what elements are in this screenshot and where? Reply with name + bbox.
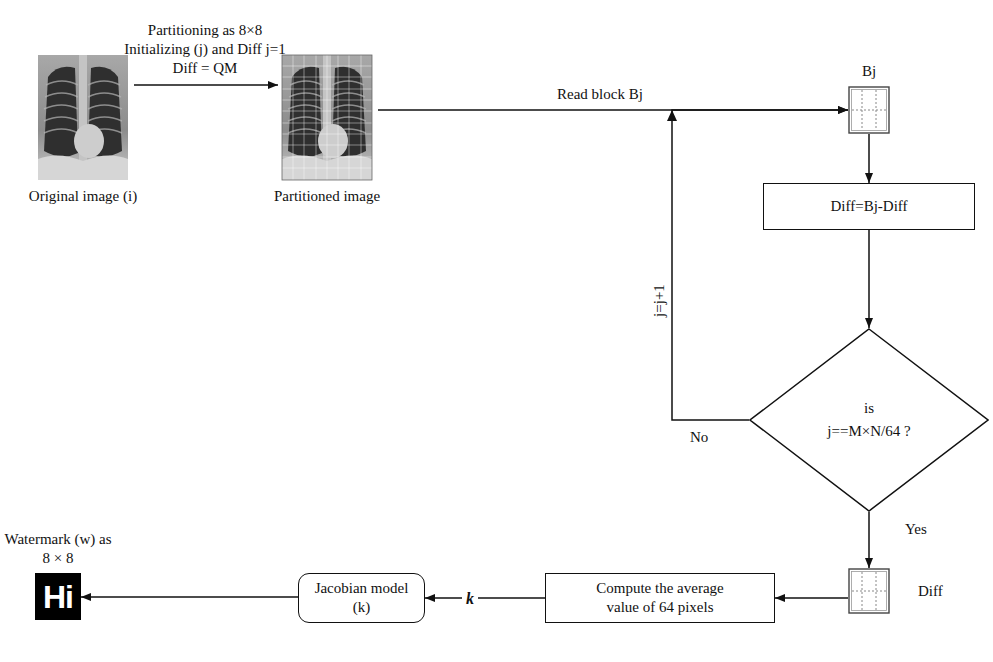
branch-label: Yes [905,520,927,539]
branch-label: No [690,428,708,447]
flow-connector [869,134,870,183]
flow-connector [869,512,870,568]
box-text: Diff=Bj-Diff [830,197,907,216]
connector-line [868,230,870,328]
connector-line [134,84,278,86]
junction-arrowhead [667,110,677,121]
grid-lines [852,572,886,610]
caption-text: Diff [918,582,943,601]
connector-line [81,596,298,598]
model-box: Jacobian model (k) [298,573,425,623]
edge-label: j=j+1 [649,284,668,317]
flow-connector [81,597,298,598]
grid-border [849,87,889,133]
watermark-node: Watermark (w) as 8 × 8Hi [35,573,81,620]
decision-diamond: is j==M×N/64 ? [749,328,989,512]
flow-connector [775,598,848,599]
flow-connector [869,230,870,328]
edge-label: Partitioning as 8×8 Initializing (j) and… [116,21,294,78]
process-box: Diff=Bj-Diff [763,183,975,230]
grid-border [849,569,889,613]
caption-text: Bj [862,62,876,81]
flow-connector [425,598,545,599]
grid-inner-border [852,572,887,611]
grid-inner-border [852,90,887,131]
partitioned-xray-picture [282,55,372,180]
image-node: Partitioned image [282,55,372,180]
caption-text: Original image (i) [29,187,137,206]
diamond-shape [750,329,988,511]
watermark-glyphs: Hi [35,573,81,620]
caption-text: Partitioned image [274,187,380,206]
decision-text: is j==M×N/64 ? [827,397,911,443]
diamond-outline [749,328,989,512]
box-text: Jacobian model (k) [308,579,416,617]
pixel-block-grid [848,86,890,134]
edge-label: Read block Bj [557,85,643,104]
pixel-block-grid [848,568,890,614]
block-node: Diff [848,568,890,614]
grid-lines [852,90,886,130]
block-node: Bj [848,86,890,134]
flow-connector [134,85,278,86]
xray-picture [38,55,128,180]
connector-line [868,512,870,568]
process-box: Compute the average value of 64 pixels [545,573,775,623]
caption-text: Watermark (w) as 8 × 8 [3,530,113,568]
connector-line [775,597,848,599]
edge-label: k [462,589,478,608]
box-text: Compute the average value of 64 pixels [585,579,735,617]
connector-line [868,134,870,183]
connector-line [425,597,545,599]
image-node: Original image (i) [38,55,128,180]
